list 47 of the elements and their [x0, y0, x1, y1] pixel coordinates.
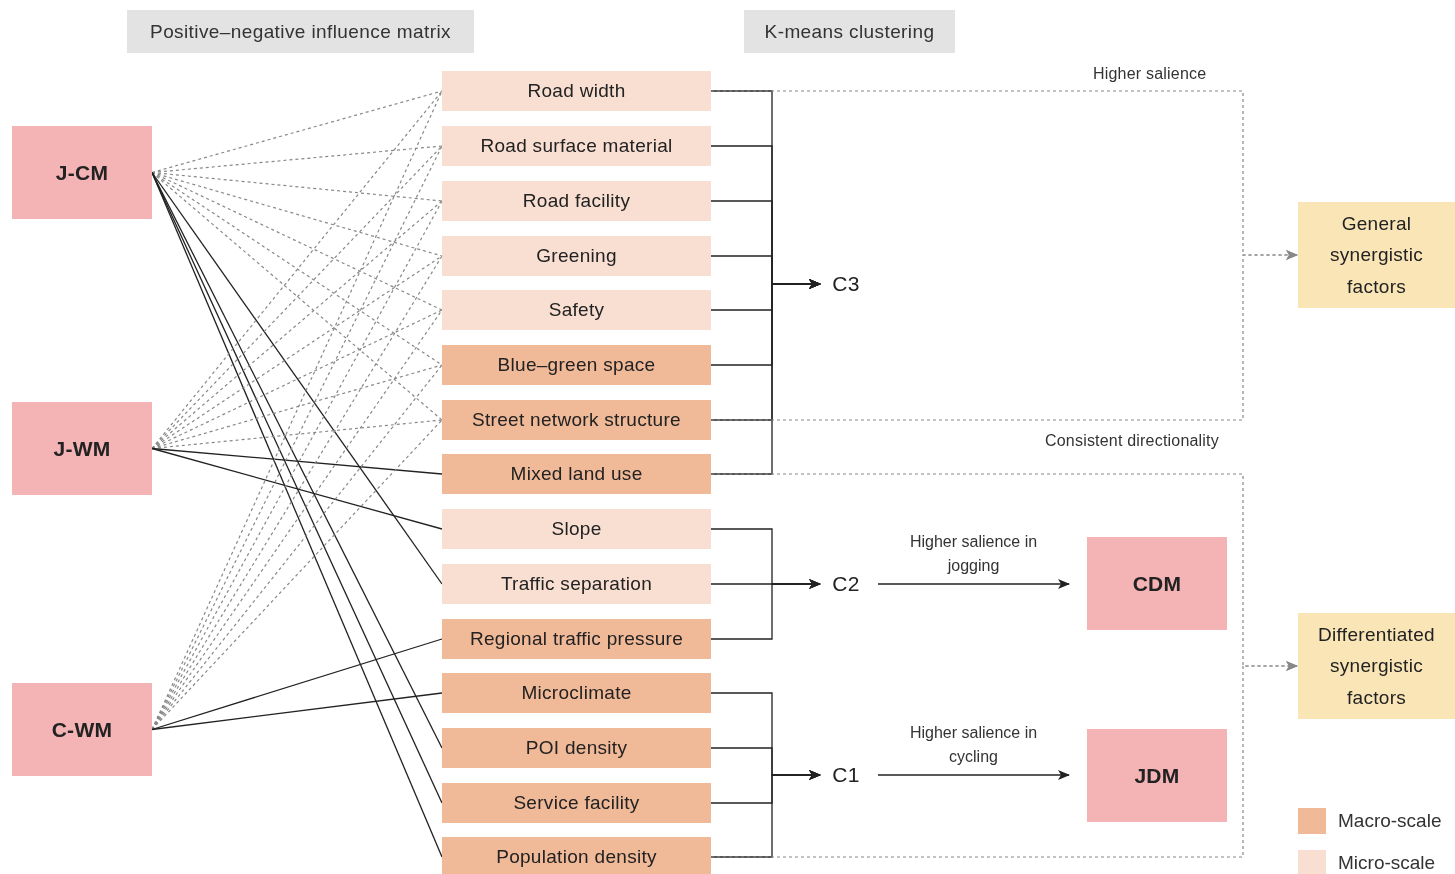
connector-line	[151, 447, 443, 475]
cluster-label: C3	[828, 270, 864, 298]
connector-line	[151, 90, 443, 174]
arrow	[710, 579, 821, 640]
factor-box: Microclimate	[442, 673, 711, 713]
connector-line	[151, 364, 443, 450]
result-box: Differentiated synergistic factors	[1298, 613, 1455, 719]
annotation-text: Consistent directionality	[1045, 432, 1219, 450]
edge-label: Higher salience in cycling	[909, 723, 1038, 767]
factor-box: Traffic separation	[442, 564, 711, 604]
model-box: J-WM	[12, 402, 152, 495]
connector-line	[151, 447, 443, 530]
factor-box: Slope	[442, 509, 711, 549]
legend-label: Macro-scale	[1338, 810, 1442, 832]
model-box: JDM	[1087, 729, 1227, 822]
factor-box: Road surface material	[442, 126, 711, 166]
arrow	[710, 250, 1298, 421]
factor-box: Blue–green space	[442, 345, 711, 385]
arrow	[710, 661, 1298, 858]
model-box: C-WM	[12, 683, 152, 776]
factor-box: Greening	[442, 236, 711, 276]
connector-line	[151, 171, 443, 421]
factor-box: Mixed land use	[442, 454, 711, 494]
factor-box: Road facility	[442, 181, 711, 221]
factor-box: POI density	[442, 728, 711, 768]
factor-box: Population density	[442, 837, 711, 874]
model-box: CDM	[1087, 537, 1227, 630]
factor-box: Regional traffic pressure	[442, 619, 711, 659]
connector-line	[151, 171, 443, 202]
connector-line	[151, 200, 443, 450]
model-box: J-CM	[12, 126, 152, 219]
connector-line	[151, 692, 443, 731]
section-header: Positive–negative influence matrix	[127, 10, 474, 53]
arrow	[877, 770, 1070, 780]
factor-box: Road width	[442, 71, 711, 111]
factor-box: Service facility	[442, 783, 711, 823]
cluster-label: C1	[828, 761, 864, 789]
arrow	[877, 579, 1070, 589]
legend-label: Micro-scale	[1338, 852, 1436, 874]
factor-box: Safety	[442, 290, 711, 330]
edge-label: Higher salience in jogging	[909, 532, 1038, 576]
section-header: K-means clustering	[744, 10, 955, 53]
annotation-text: Higher salience	[1093, 65, 1207, 83]
connector-line	[151, 638, 443, 731]
cluster-label: C2	[828, 570, 864, 598]
factor-box: Street network structure	[442, 400, 711, 440]
result-box: General synergistic factors	[1298, 202, 1455, 308]
